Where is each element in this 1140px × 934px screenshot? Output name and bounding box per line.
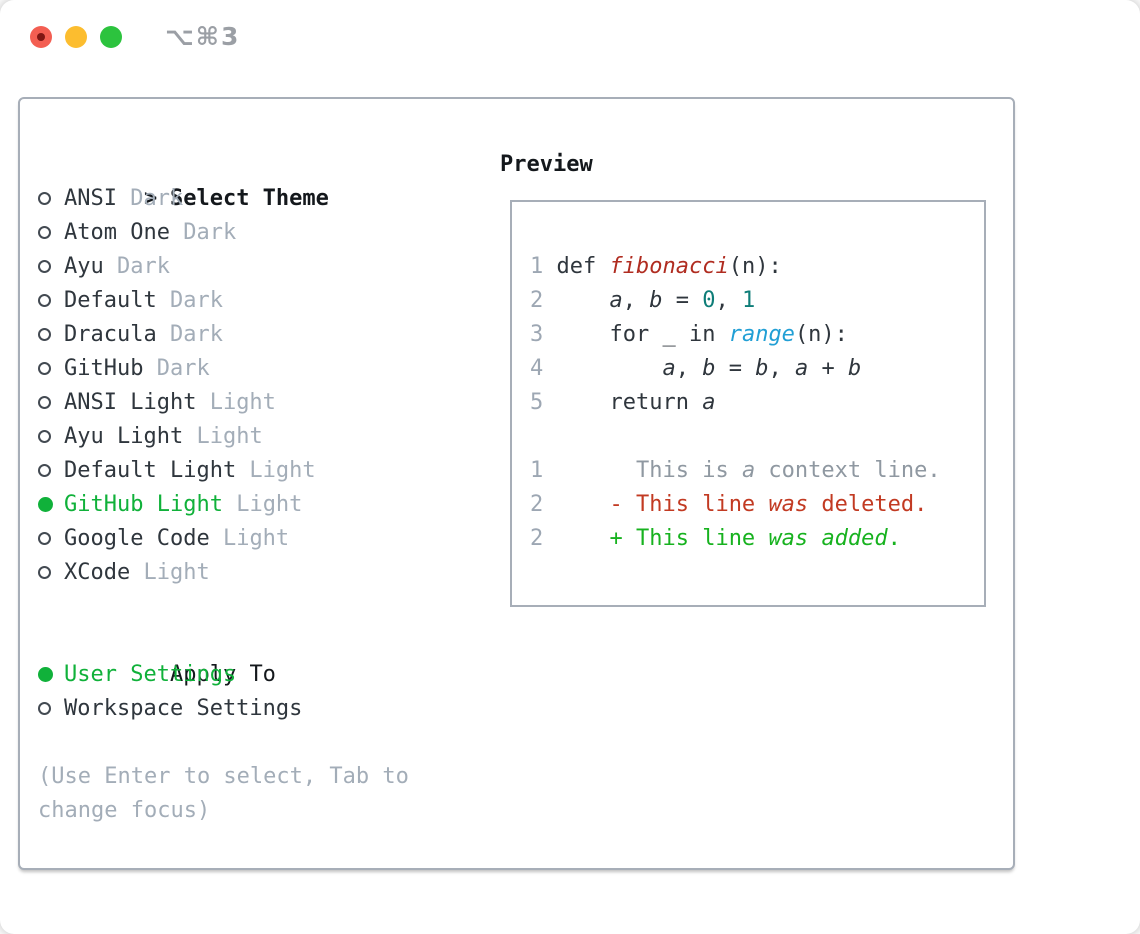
theme-option-variant: Dark bbox=[116, 186, 184, 211]
apply-option[interactable]: Workspace Settings bbox=[38, 692, 478, 726]
theme-option[interactable]: Ayu Dark bbox=[38, 250, 478, 284]
theme-option-variant: Dark bbox=[169, 220, 237, 245]
theme-option[interactable]: ANSI Dark bbox=[38, 182, 478, 216]
preview-line: 5 return a bbox=[530, 390, 716, 415]
theme-list-title: Select Theme bbox=[169, 186, 329, 211]
preview-line bbox=[530, 420, 984, 454]
theme-option-label: GitHub bbox=[64, 356, 144, 381]
preview-line: 1 def fibonacci(n): bbox=[530, 254, 782, 279]
selection-arrow-icon: > bbox=[143, 186, 158, 211]
spacer bbox=[38, 590, 478, 624]
preview-line: 2 - This line was deleted. bbox=[530, 492, 928, 517]
apply-option-label: User Settings bbox=[64, 662, 237, 687]
radio-icon bbox=[38, 191, 51, 205]
radio-selected-icon bbox=[38, 666, 53, 682]
theme-option-variant: Light bbox=[183, 424, 263, 449]
theme-option-variant: Light bbox=[196, 390, 276, 415]
theme-option[interactable]: Atom One Dark bbox=[38, 216, 478, 250]
theme-option-variant: Light bbox=[222, 492, 303, 517]
apply-option-label: Workspace Settings bbox=[64, 696, 303, 721]
theme-option-label: Dracula bbox=[64, 322, 157, 347]
theme-option[interactable]: GitHub Dark bbox=[38, 352, 478, 386]
radio-icon bbox=[38, 701, 51, 715]
preview-box: 1 def fibonacci(n): 2 a, b = 0, 1 3 for _ … bbox=[510, 200, 986, 607]
theme-option-label: Google Code bbox=[64, 526, 210, 551]
preview-line: 2 + This line was added. bbox=[530, 526, 901, 551]
theme-option-label: GitHub Light bbox=[64, 492, 223, 517]
spacer bbox=[38, 726, 478, 760]
theme-option-label: Ayu bbox=[64, 254, 104, 279]
preview-line: 4 a, b = b, a + b bbox=[530, 356, 862, 381]
minimize-button-icon[interactable] bbox=[65, 26, 87, 48]
theme-option[interactable]: XCode Light bbox=[38, 556, 478, 590]
radio-icon bbox=[38, 327, 51, 341]
theme-option-variant: Light bbox=[209, 526, 290, 551]
radio-selected-icon bbox=[38, 496, 53, 512]
theme-option[interactable]: Default Dark bbox=[38, 284, 478, 318]
help-text: (Use Enter to select, Tab to change focu… bbox=[38, 764, 409, 823]
preview-line: 3 for _ in range(n): bbox=[530, 322, 848, 347]
theme-option-variant: Light bbox=[236, 458, 316, 483]
radio-icon bbox=[38, 259, 51, 273]
apply-option[interactable]: User Settings bbox=[38, 658, 478, 692]
theme-option-label: XCode bbox=[64, 560, 131, 585]
preview-line: 1 This is a context line. bbox=[530, 458, 941, 483]
radio-icon bbox=[38, 395, 51, 409]
preview-line: 2 a, b = 0, 1 bbox=[530, 288, 756, 313]
theme-option-label: ANSI Light bbox=[64, 390, 197, 415]
window-title: ⌥⌘3 bbox=[165, 22, 241, 51]
theme-option-label: ANSI bbox=[64, 186, 117, 211]
theme-option[interactable]: Ayu Light Light bbox=[38, 420, 478, 454]
radio-icon bbox=[38, 463, 51, 477]
theme-option-label: Default bbox=[64, 288, 157, 313]
theme-option-label: Default Light bbox=[64, 458, 237, 483]
theme-option-label: Atom One bbox=[64, 220, 170, 245]
theme-option-variant: Light bbox=[130, 560, 210, 585]
theme-option-variant: Dark bbox=[143, 356, 210, 381]
titlebar: ⌥⌘3 bbox=[0, 0, 1140, 74]
radio-icon bbox=[38, 531, 51, 545]
theme-option-variant: Dark bbox=[156, 288, 223, 313]
theme-option[interactable]: ANSI Light Light bbox=[38, 386, 478, 420]
radio-icon bbox=[38, 565, 51, 579]
theme-option[interactable]: Google Code Light bbox=[38, 522, 478, 556]
theme-list-header: > Select Theme bbox=[38, 148, 478, 211]
theme-option[interactable]: GitHub Light Light bbox=[38, 488, 478, 522]
preview-title: Preview bbox=[500, 152, 593, 177]
theme-option[interactable]: Default Light Light bbox=[38, 454, 478, 488]
theme-option-label: Ayu Light bbox=[64, 424, 184, 449]
close-button-icon[interactable] bbox=[30, 26, 52, 48]
radio-icon bbox=[38, 361, 51, 375]
radio-icon bbox=[38, 429, 51, 443]
theme-option-variant: Dark bbox=[103, 254, 170, 279]
theme-option-variant: Dark bbox=[156, 322, 223, 347]
apply-to-title: Apply To bbox=[169, 662, 276, 687]
apply-to-header-row: Apply To bbox=[38, 624, 478, 687]
radio-icon bbox=[38, 293, 51, 307]
radio-icon bbox=[38, 225, 51, 239]
theme-option[interactable]: Dracula Dark bbox=[38, 318, 478, 352]
zoom-button-icon[interactable] bbox=[100, 26, 122, 48]
